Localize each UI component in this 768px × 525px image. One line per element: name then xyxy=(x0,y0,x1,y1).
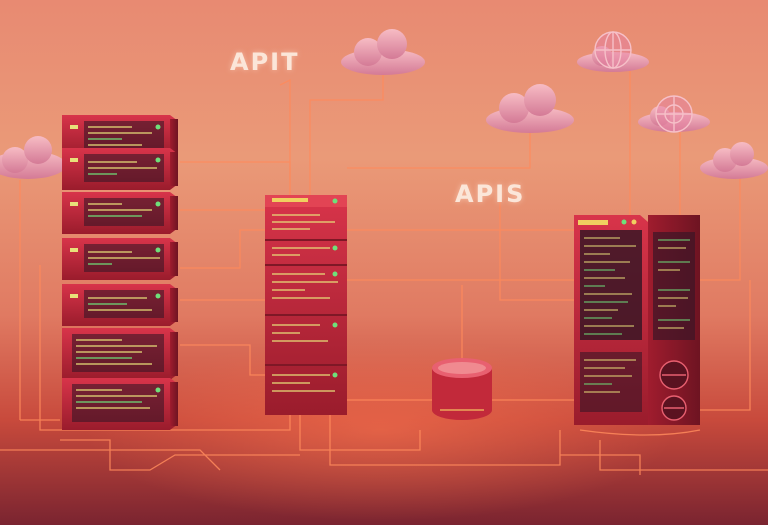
cloud-icon xyxy=(0,136,66,179)
vent-icon xyxy=(659,360,689,421)
globe-icon xyxy=(594,31,632,69)
server-unit xyxy=(62,328,178,380)
cloud-icon xyxy=(486,84,574,133)
globe-icon xyxy=(655,95,693,133)
cloud-icon xyxy=(700,142,768,179)
api-label-middle: APIS xyxy=(455,180,526,208)
server-unit xyxy=(62,378,178,430)
server-rack-left xyxy=(62,115,178,430)
server-rack-center xyxy=(265,195,347,415)
api-label-top: APIT xyxy=(230,48,300,76)
server-rack-right xyxy=(574,215,700,425)
server-unit xyxy=(62,192,178,234)
database-icon xyxy=(432,358,492,420)
server-unit xyxy=(62,238,178,280)
connection-wires xyxy=(0,70,768,475)
server-unit xyxy=(62,148,178,190)
server-unit xyxy=(62,115,178,157)
cloud-icon xyxy=(341,29,425,75)
server-unit xyxy=(62,284,178,326)
